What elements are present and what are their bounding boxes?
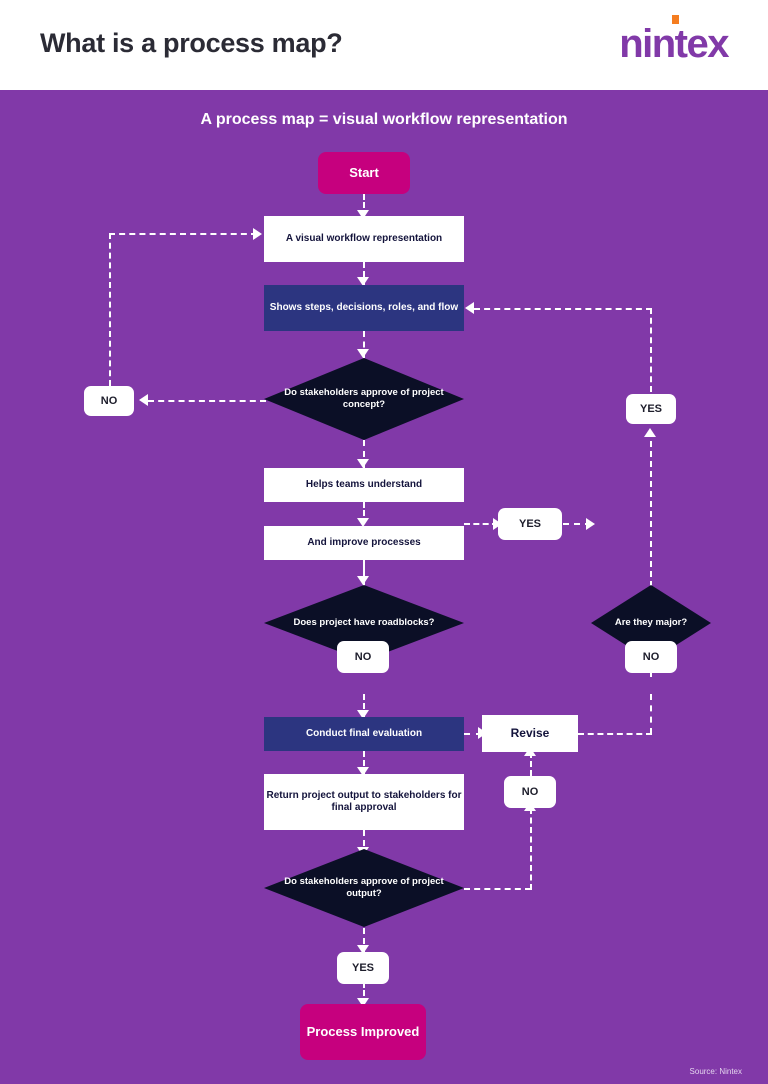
decision-label-approve-output: Do stakeholders approve of project outpu… xyxy=(284,876,444,899)
connector-approve-concept-to-helps xyxy=(363,440,365,468)
flowchart-canvas: A process map = visual workflow represen… xyxy=(0,90,768,1084)
flowchart-subtitle: A process map = visual workflow represen… xyxy=(200,111,568,128)
nintex-logo-orange-dot-icon xyxy=(672,15,679,24)
arrowhead-roadblocks-yes xyxy=(493,518,502,530)
connector-major-yes-return xyxy=(474,308,652,310)
arrowhead-yes-to-major xyxy=(586,518,595,530)
connector-yes-to-major xyxy=(563,523,591,525)
decision-label-are-they-major: Are they major? xyxy=(614,617,688,629)
arrowhead-major-yes-return xyxy=(465,302,474,314)
connector-yes-output-to-improved xyxy=(363,982,365,1004)
connector-approve-concept-no xyxy=(148,400,266,402)
node-process-improved[interactable]: Process Improved xyxy=(300,1004,426,1060)
node-return-project-output[interactable]: Return project output to stakeholders fo… xyxy=(264,774,464,830)
node-start[interactable]: Start xyxy=(318,152,410,194)
connector-no-concept-return xyxy=(109,233,257,235)
arrowhead-visual-to-shows xyxy=(357,277,369,286)
node-conduct-final-evaluation[interactable]: Conduct final evaluation xyxy=(264,717,464,751)
source-attribution: Source: Nintex xyxy=(689,1067,742,1076)
edge-label-no-roadblocks[interactable]: NO xyxy=(337,641,389,673)
node-helps-teams-understand[interactable]: Helps teams understand xyxy=(264,468,464,502)
edge-label-no-approve-output[interactable]: NO xyxy=(504,776,556,808)
connector-approve-output-no-riser xyxy=(530,808,532,890)
node-visual-workflow-representation[interactable]: A visual workflow representation xyxy=(264,216,464,262)
connector-visual-to-shows xyxy=(363,262,365,286)
node-decision-approve-concept[interactable]: Do stakeholders approve of project conce… xyxy=(264,358,464,440)
edge-label-yes-approve-output[interactable]: YES xyxy=(337,952,389,984)
connector-no-output-to-revise xyxy=(530,752,532,776)
connector-approve-output-yes xyxy=(363,918,365,954)
connector-final-to-revise xyxy=(464,733,482,735)
arrowhead-major-yes xyxy=(644,428,656,437)
connector-helps-to-improve xyxy=(363,502,365,524)
connector-start-to-visual xyxy=(363,194,365,216)
arrowhead-shows-to-approve-concept xyxy=(357,349,369,358)
connector-major-yes-upper xyxy=(650,308,652,392)
node-and-improve-processes[interactable]: And improve processes xyxy=(264,526,464,560)
connector-return-to-approve-output xyxy=(363,830,365,856)
connector-approve-output-no xyxy=(464,888,531,890)
connector-shows-to-approve-concept xyxy=(363,331,365,358)
arrowhead-approve-concept-to-helps xyxy=(357,459,369,468)
decision-label-roadblocks: Does project have roadblocks? xyxy=(293,617,435,629)
node-revise[interactable]: Revise xyxy=(482,715,578,752)
arrowhead-no-roadblocks-to-final xyxy=(357,710,369,719)
decision-label-approve-concept: Do stakeholders approve of project conce… xyxy=(284,387,444,410)
arrowhead-approve-concept-no xyxy=(139,394,148,406)
arrowhead-final-to-return xyxy=(357,767,369,776)
edge-label-no-are-they-major[interactable]: NO xyxy=(625,641,677,673)
arrowhead-yes-output-to-improved xyxy=(357,998,369,1007)
node-shows-steps-decisions-roles-flow[interactable]: Shows steps, decisions, roles, and flow xyxy=(264,285,464,331)
edge-label-yes-are-they-major[interactable]: YES xyxy=(626,394,676,424)
arrowhead-no-concept-return xyxy=(253,228,262,240)
arrowhead-improve-to-roadblocks xyxy=(357,576,369,585)
arrowhead-helps-to-improve xyxy=(357,518,369,527)
connector-major-no-riser xyxy=(650,694,652,734)
arrowhead-approve-output-yes xyxy=(357,945,369,954)
page-title: What is a process map? xyxy=(40,28,343,58)
node-decision-approve-output[interactable]: Do stakeholders approve of project outpu… xyxy=(264,849,464,927)
connector-major-yes-riser xyxy=(650,431,652,677)
connector-no-concept-riser xyxy=(109,233,111,386)
arrowhead-start-to-visual xyxy=(357,210,369,219)
connector-no-roadblocks-to-final xyxy=(363,694,365,718)
connector-roadblocks-yes xyxy=(464,523,498,525)
connector-final-to-return xyxy=(363,751,365,775)
connector-major-no-to-revise xyxy=(578,733,652,735)
nintex-logo: nintex xyxy=(619,22,729,66)
edge-label-no-approve-concept[interactable]: NO xyxy=(84,386,134,416)
header-bar: What is a process map? nintex xyxy=(0,0,768,90)
edge-label-yes-roadblocks[interactable]: YES xyxy=(498,508,562,540)
